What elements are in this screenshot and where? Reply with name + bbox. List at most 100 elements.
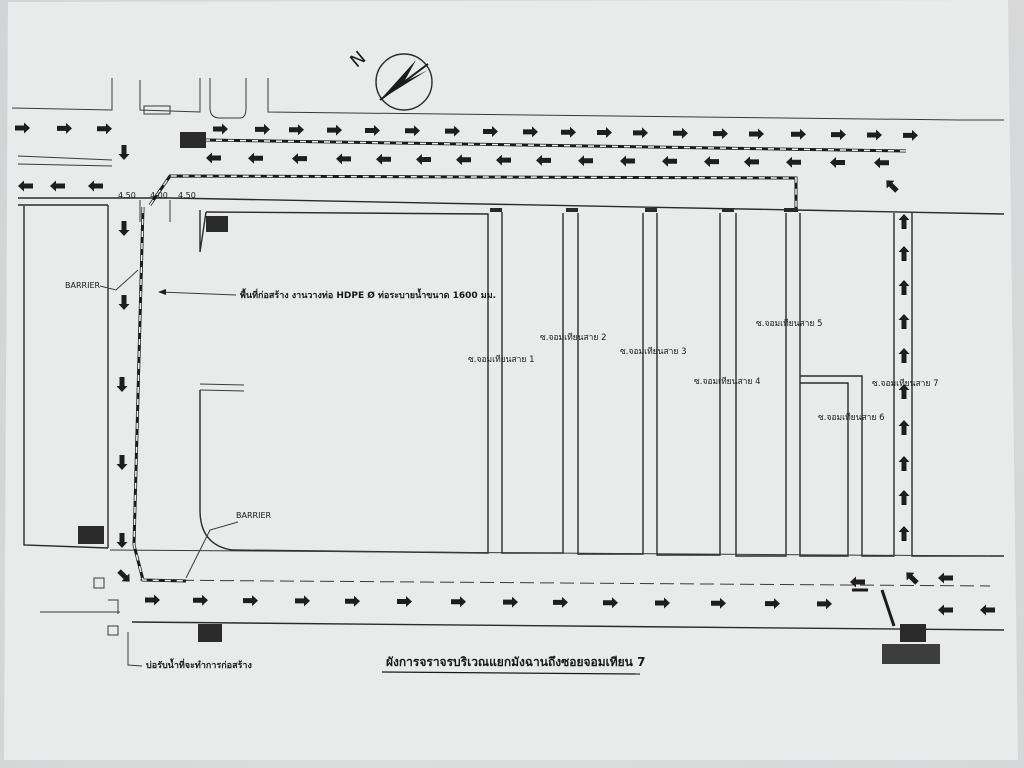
soi-label-5: ซ.จอมเทียนสาย 5 bbox=[756, 318, 823, 329]
barrier-leader bbox=[185, 521, 239, 579]
soi-strip-3 bbox=[656, 213, 721, 556]
traffic-arrow-icon bbox=[116, 377, 128, 392]
traffic-arrow-icon bbox=[118, 221, 130, 236]
traffic-arrow-icon bbox=[116, 533, 128, 548]
traffic-arrow-icon bbox=[886, 180, 899, 193]
dimension-label-2: 4.00 bbox=[150, 191, 168, 200]
road-edge bbox=[109, 549, 991, 557]
traffic-arrow-icon bbox=[405, 125, 420, 137]
traffic-arrow-icon bbox=[867, 129, 882, 141]
traffic-arrow-icon bbox=[744, 156, 759, 168]
traffic-arrow-icon bbox=[15, 122, 30, 134]
pit-marker bbox=[107, 625, 119, 636]
traffic-arrow-icon bbox=[496, 154, 511, 166]
leader-line bbox=[127, 632, 143, 667]
traffic-arrow-icon bbox=[445, 125, 460, 137]
barrier-diagonal bbox=[880, 589, 896, 627]
traffic-arrow-icon bbox=[327, 124, 342, 136]
barrier-leader bbox=[99, 269, 139, 291]
traffic-arrow-icon bbox=[243, 595, 258, 607]
traffic-arrow-icon bbox=[397, 596, 412, 607]
dimension-label-1: 4.50 bbox=[118, 191, 136, 200]
traffic-arrow-icon bbox=[145, 594, 160, 606]
traffic-arrow-icon bbox=[18, 180, 33, 192]
traffic-arrow-icon bbox=[255, 123, 270, 135]
road-edge bbox=[17, 155, 113, 161]
traffic-arrow-icon bbox=[938, 604, 953, 616]
construction-block-corner bbox=[199, 390, 233, 551]
traffic-arrow-icon bbox=[336, 153, 351, 165]
traffic-arrow-icon bbox=[365, 124, 380, 136]
traffic-arrow-icon bbox=[830, 157, 845, 168]
work-area-label: พื้นที่ก่อสร้าง งานวางท่อ HDPE Ø ท่อระบา… bbox=[240, 288, 496, 301]
north-arrow-icon bbox=[375, 53, 433, 111]
road-edge bbox=[131, 621, 1005, 631]
traffic-arrow-icon bbox=[193, 594, 208, 606]
soi-label-2: ซ.จอมเทียนสาย 2 bbox=[540, 332, 607, 343]
traffic-arrow-icon bbox=[898, 490, 910, 505]
traffic-arrow-icon bbox=[633, 127, 648, 139]
soi-strip-6 bbox=[800, 213, 895, 557]
traffic-arrow-icon bbox=[503, 596, 518, 608]
traffic-arrow-icon bbox=[289, 124, 304, 136]
soi-label-6: ซ.จอมเทียนสาย 6 bbox=[818, 412, 885, 423]
pit-label: บ่อรับน้ำที่จะทำการก่อสร้าง bbox=[146, 658, 252, 671]
traffic-arrow-icon bbox=[831, 129, 846, 141]
soi-label-1: ซ.จอมเทียนสาย 1 bbox=[468, 354, 535, 365]
traffic-arrow-icon bbox=[376, 153, 391, 165]
traffic-arrow-icon bbox=[97, 123, 112, 135]
traffic-arrow-icon bbox=[523, 126, 538, 138]
work-route-mid-dash bbox=[149, 175, 797, 212]
traffic-arrows bbox=[15, 122, 995, 616]
soi-barrier-caps bbox=[490, 208, 798, 212]
soi-strip-5 bbox=[799, 213, 849, 557]
road-edge bbox=[209, 78, 247, 119]
traffic-arrow-icon bbox=[898, 456, 910, 471]
traffic-arrow-icon bbox=[483, 126, 498, 137]
traffic-arrow-icon bbox=[791, 128, 806, 140]
road-edge bbox=[199, 210, 207, 253]
traffic-arrow-icon bbox=[50, 180, 65, 192]
traffic-arrow-icon bbox=[673, 127, 688, 139]
detail-line bbox=[108, 599, 119, 614]
traffic-arrow-icon bbox=[898, 214, 910, 229]
traffic-arrow-icon bbox=[603, 597, 618, 609]
soi-label-7: ซ.จอมเทียนสาย 7 bbox=[872, 378, 939, 389]
soi-label-4: ซ.จอมเทียนสาย 4 bbox=[694, 376, 761, 387]
paper-sheet bbox=[4, 0, 1018, 760]
traffic-arrow-icon bbox=[248, 152, 263, 164]
traffic-arrow-icon bbox=[980, 604, 995, 616]
road-edge bbox=[17, 163, 113, 167]
traffic-arrow-icon bbox=[898, 348, 910, 363]
title-underline bbox=[381, 671, 641, 675]
traffic-arrow-icon bbox=[786, 156, 801, 168]
traffic-arrow-icon bbox=[536, 154, 551, 166]
road-name-box bbox=[143, 105, 171, 115]
traffic-arrow-icon bbox=[713, 128, 728, 140]
barrier-label-bottom: BARRIER bbox=[236, 511, 271, 520]
traffic-arrow-icon bbox=[903, 129, 918, 141]
traffic-arrow-icon bbox=[597, 127, 612, 139]
inner-line bbox=[199, 383, 245, 392]
pit-marker bbox=[93, 577, 105, 589]
traffic-arrow-icon bbox=[874, 157, 889, 169]
traffic-arrow-icon bbox=[850, 576, 865, 588]
barrier-label-top: BARRIER bbox=[65, 281, 100, 290]
traffic-arrow-icon bbox=[898, 314, 910, 329]
road-edge bbox=[267, 78, 1004, 121]
left-block bbox=[23, 206, 109, 549]
soi-strip-2 bbox=[577, 213, 644, 555]
traffic-arrow-icon bbox=[116, 455, 128, 470]
leader-arrow-icon bbox=[158, 289, 166, 295]
road-centerline bbox=[139, 579, 991, 587]
traffic-arrow-icon bbox=[213, 123, 228, 135]
traffic-arrow-icon bbox=[561, 126, 576, 138]
traffic-arrow-icon bbox=[765, 598, 780, 610]
traffic-arrow-icon bbox=[662, 155, 677, 167]
traffic-arrow-icon bbox=[898, 526, 910, 541]
barrier-block-icon bbox=[78, 132, 940, 664]
plan-title: ผังการจราจรบริเวณแยกมังฉานถึงซอยจอมเทียน… bbox=[386, 655, 645, 669]
traffic-arrow-icon bbox=[620, 155, 635, 167]
